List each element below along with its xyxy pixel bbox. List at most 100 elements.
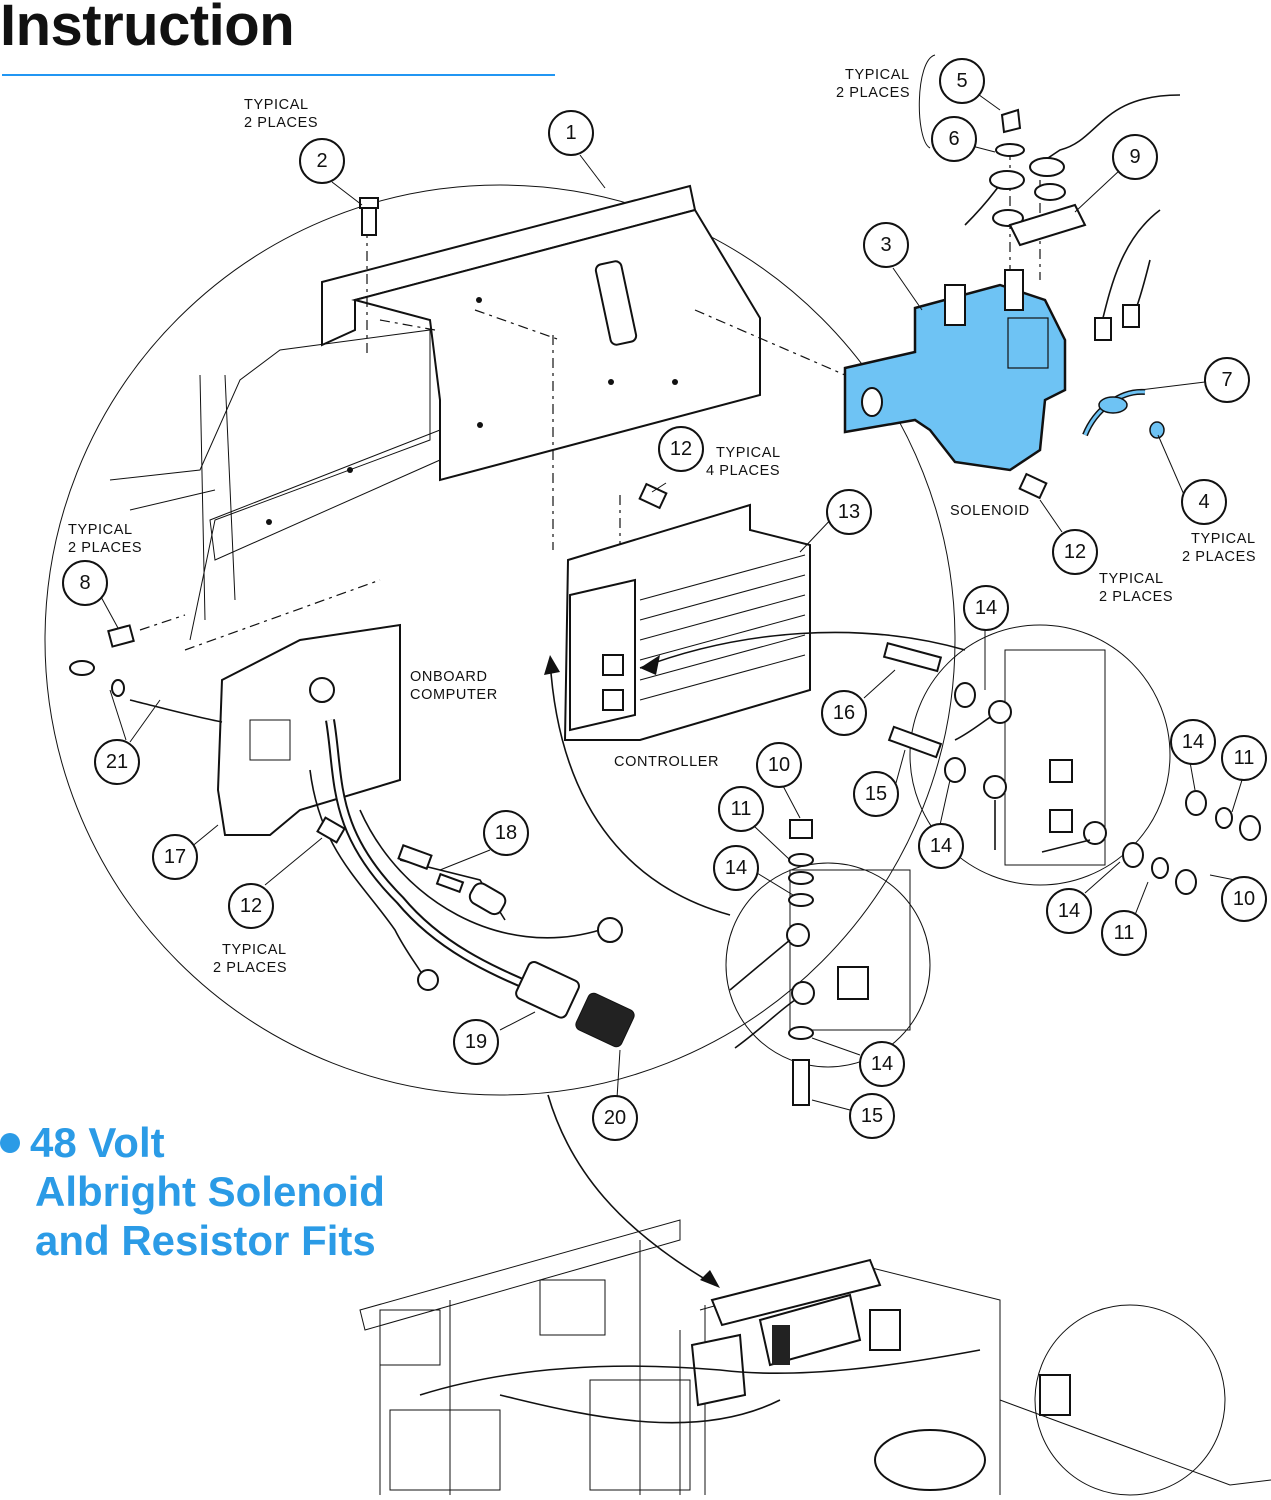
svg-text:9: 9 <box>1129 146 1140 168</box>
svg-text:TYPICAL: TYPICAL <box>222 942 287 958</box>
callout-19: 19 <box>453 1019 499 1065</box>
svg-text:2 PLACES: 2 PLACES <box>68 540 142 556</box>
callout-21: 21 <box>94 739 140 785</box>
svg-text:COMPUTER: COMPUTER <box>410 687 498 703</box>
svg-text:TYPICAL: TYPICAL <box>68 522 133 538</box>
callout-14-b: 14 <box>713 845 759 891</box>
svg-text:10: 10 <box>768 754 790 776</box>
svg-text:TYPICAL: TYPICAL <box>716 445 781 461</box>
callout-6: 6 <box>931 116 977 162</box>
callout-12-b: 12 <box>1052 529 1098 575</box>
solenoid <box>843 269 1067 472</box>
callout-14-d: 14 <box>918 823 964 869</box>
svg-text:14: 14 <box>1058 900 1080 922</box>
solenoid-wires <box>964 94 1181 341</box>
controller <box>563 503 811 741</box>
callout-11-a: 11 <box>718 786 764 832</box>
svg-text:4: 4 <box>1198 491 1209 513</box>
svg-text:20: 20 <box>604 1107 626 1129</box>
typical-note-top-left: TYPICAL 2 PLACES <box>244 97 318 131</box>
svg-text:19: 19 <box>465 1031 487 1053</box>
callout-17: 17 <box>152 834 198 880</box>
typical-note-left: TYPICAL 2 PLACES <box>68 522 142 556</box>
frame-sketch <box>109 329 441 641</box>
svg-text:ONBOARD: ONBOARD <box>410 669 488 685</box>
svg-text:5: 5 <box>956 70 967 92</box>
svg-text:15: 15 <box>861 1105 883 1127</box>
feature-line-2: Albright Solenoid <box>35 1168 385 1215</box>
callout-15-a: 15 <box>853 771 899 817</box>
svg-text:TYPICAL: TYPICAL <box>1191 531 1256 547</box>
compatibility-note: 48 Volt Albright Solenoid and Resistor F… <box>0 1118 385 1265</box>
typical-note-diode: TYPICAL 2 PLACES <box>1182 531 1256 565</box>
page-title: Instruction <box>0 0 295 58</box>
svg-text:14: 14 <box>725 857 747 879</box>
svg-text:2 PLACES: 2 PLACES <box>1099 589 1173 605</box>
svg-text:2: 2 <box>316 150 327 172</box>
svg-text:11: 11 <box>731 798 752 820</box>
callout-9: 9 <box>1112 134 1158 180</box>
svg-text:18: 18 <box>495 822 517 844</box>
bullet-dot <box>0 1132 20 1153</box>
typical-note-top-right: TYPICAL 2 PLACES <box>836 54 936 149</box>
svg-text:TYPICAL: TYPICAL <box>244 97 309 113</box>
callout-20: 20 <box>592 1095 638 1141</box>
title-underline <box>2 74 555 76</box>
svg-text:11: 11 <box>1234 747 1255 769</box>
diode <box>1082 388 1165 439</box>
callout-16: 16 <box>821 690 867 736</box>
svg-text:13: 13 <box>838 501 860 523</box>
feature-line-1: 48 Volt <box>30 1119 165 1166</box>
svg-text:2 PLACES: 2 PLACES <box>244 115 318 131</box>
callout-14-f: 14 <box>859 1041 905 1087</box>
svg-text:8: 8 <box>79 572 90 594</box>
callout-11-c: 11 <box>1101 910 1147 956</box>
svg-text:12: 12 <box>240 895 262 917</box>
onboard-computer <box>216 623 401 836</box>
callout-14-c: 14 <box>1170 719 1216 765</box>
controller-label: CONTROLLER <box>614 754 719 770</box>
typical-note-4-places: TYPICAL 4 PLACES <box>706 445 781 479</box>
cart-illustration <box>359 1219 1271 1496</box>
callout-7: 7 <box>1204 357 1250 403</box>
callout-18: 18 <box>483 810 529 856</box>
detail-circle <box>44 184 956 1096</box>
svg-text:11: 11 <box>1114 922 1135 944</box>
callout-4: 4 <box>1181 479 1227 525</box>
svg-text:21: 21 <box>106 751 128 773</box>
callout-8: 8 <box>62 560 108 606</box>
flow-arrows <box>544 631 966 1288</box>
svg-text:14: 14 <box>930 835 952 857</box>
callout-12-c: 12 <box>228 883 274 929</box>
typical-note-bottom: TYPICAL 2 PLACES <box>213 942 287 976</box>
svg-text:6: 6 <box>948 128 959 150</box>
svg-text:10: 10 <box>1233 888 1255 910</box>
callout-5: 5 <box>939 58 985 104</box>
callout-14-e: 14 <box>1046 888 1092 934</box>
feature-line-3: and Resistor Fits <box>35 1217 376 1264</box>
inset-controller-terminals <box>909 624 1171 886</box>
svg-text:17: 17 <box>164 846 186 868</box>
callouts: 1 2 3 4 5 6 7 8 9 10 10 11 11 11 12 12 1… <box>62 58 1267 1141</box>
svg-text:14: 14 <box>975 597 997 619</box>
callout-1: 1 <box>548 110 594 156</box>
callout-12-a: 12 <box>658 426 704 472</box>
svg-text:14: 14 <box>871 1053 893 1075</box>
callout-11-b: 11 <box>1221 735 1267 781</box>
svg-text:TYPICAL: TYPICAL <box>1099 571 1164 587</box>
svg-text:12: 12 <box>1064 541 1086 563</box>
svg-text:TYPICAL: TYPICAL <box>845 67 910 83</box>
onboard-computer-label: ONBOARD COMPUTER <box>410 669 498 703</box>
hardware <box>107 197 1261 1106</box>
svg-text:16: 16 <box>833 702 855 724</box>
typical-note-solenoid-bolt: TYPICAL 2 PLACES <box>1099 571 1173 605</box>
callout-13: 13 <box>826 489 872 535</box>
svg-text:2 PLACES: 2 PLACES <box>1182 549 1256 565</box>
callout-15-b: 15 <box>849 1093 895 1139</box>
svg-text:2 PLACES: 2 PLACES <box>836 85 910 101</box>
svg-text:1: 1 <box>565 122 576 144</box>
callout-14-a: 14 <box>963 585 1009 631</box>
callout-3: 3 <box>863 222 909 268</box>
svg-text:14: 14 <box>1182 731 1204 753</box>
